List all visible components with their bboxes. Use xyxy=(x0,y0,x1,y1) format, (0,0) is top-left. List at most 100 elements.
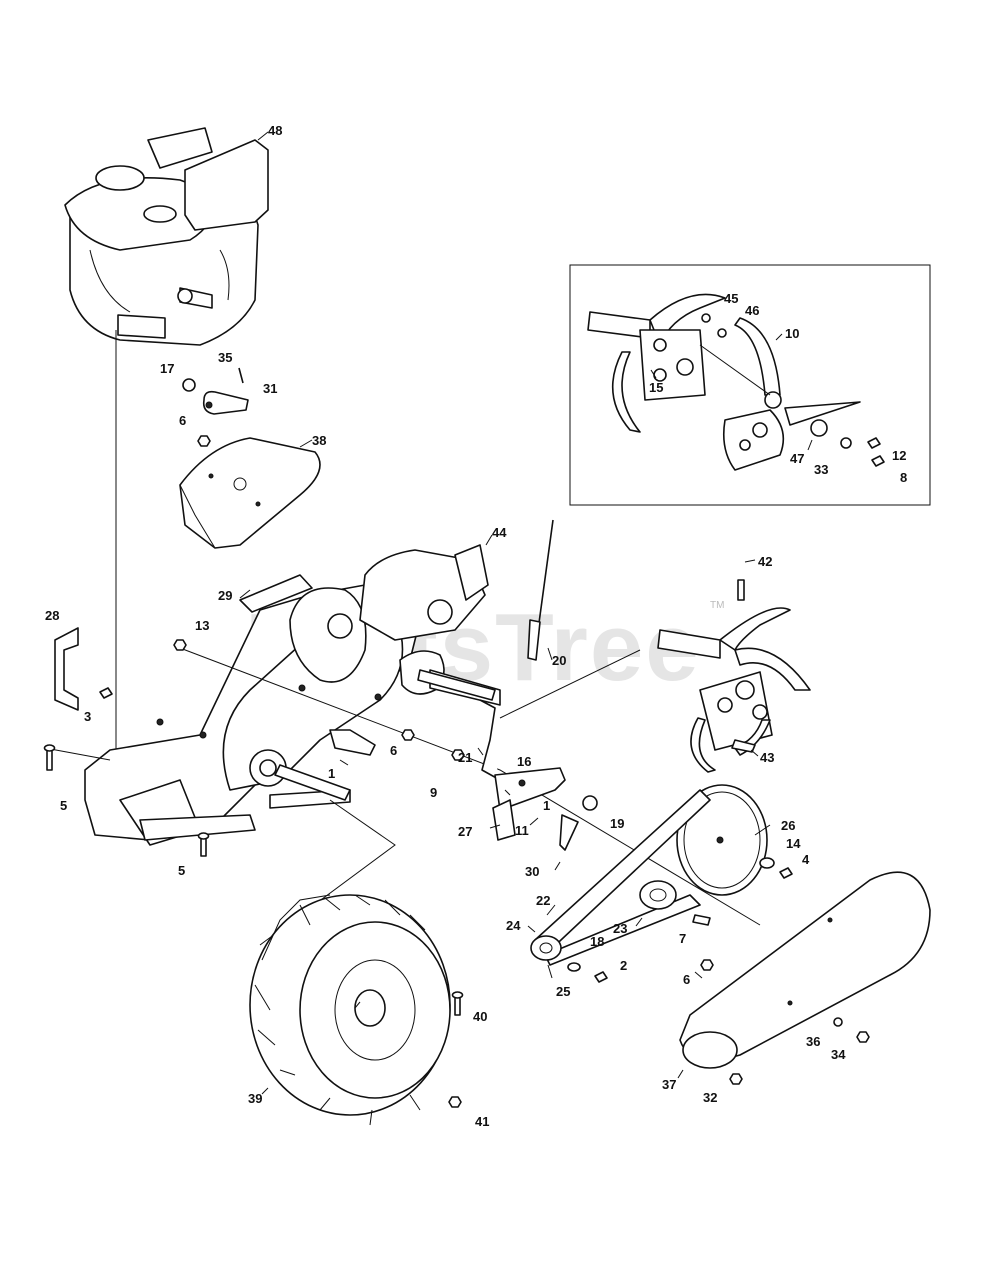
callout-37[interactable]: 37 xyxy=(662,1077,676,1092)
callout-11[interactable]: 11 xyxy=(515,823,529,838)
callout-22[interactable]: 22 xyxy=(536,893,550,908)
nut-34[interactable] xyxy=(856,1031,870,1043)
callout-20[interactable]: 20 xyxy=(552,653,566,668)
rod-pin[interactable] xyxy=(238,367,244,384)
callout-1-right[interactable]: 1 xyxy=(543,798,550,813)
callout-46[interactable]: 46 xyxy=(745,303,759,318)
callout-45[interactable]: 45 xyxy=(724,291,738,306)
callout-48[interactable]: 48 xyxy=(268,123,282,138)
bolt-7[interactable] xyxy=(692,914,711,926)
belt-guard[interactable] xyxy=(679,871,931,1069)
plate-27[interactable] xyxy=(492,799,516,841)
engine[interactable] xyxy=(64,127,269,346)
idler-arm[interactable] xyxy=(494,767,566,811)
callout-28[interactable]: 28 xyxy=(45,608,59,623)
callout-8[interactable]: 8 xyxy=(900,470,907,485)
callout-9[interactable]: 9 xyxy=(430,785,437,800)
nut-41[interactable] xyxy=(448,1096,462,1108)
shoulder-spacer[interactable] xyxy=(182,378,196,392)
bolt-40[interactable] xyxy=(451,991,464,1016)
callout-16[interactable]: 16 xyxy=(517,754,531,769)
callout-7[interactable]: 7 xyxy=(679,931,686,946)
screw-left[interactable] xyxy=(99,687,113,699)
spacer-19[interactable] xyxy=(582,795,598,811)
callout-13[interactable]: 13 xyxy=(195,618,209,633)
callout-35[interactable]: 35 xyxy=(218,350,232,365)
spring-30[interactable] xyxy=(559,814,579,851)
callout-12[interactable]: 12 xyxy=(892,448,906,463)
hex-nut-13[interactable] xyxy=(173,639,187,651)
callout-5-bottom[interactable]: 5 xyxy=(178,863,185,878)
bolt-left-b[interactable] xyxy=(197,832,210,857)
callout-25[interactable]: 25 xyxy=(556,984,570,999)
guide-line-2 xyxy=(499,649,641,719)
hex-nut-guard[interactable] xyxy=(700,959,714,971)
tine-assembly[interactable] xyxy=(657,579,811,773)
callout-34[interactable]: 34 xyxy=(831,1047,846,1062)
axle-shaft[interactable] xyxy=(274,669,496,801)
hex-nut-6[interactable] xyxy=(401,729,415,741)
callout-47[interactable]: 47 xyxy=(790,451,804,466)
drive-belt[interactable] xyxy=(534,789,711,966)
callout-6-top[interactable]: 6 xyxy=(179,413,186,428)
callout-labels: 48 35 17 31 6 38 44 29 28 13 20 3 6 1 21… xyxy=(45,123,907,1129)
washer-18[interactable] xyxy=(567,962,581,972)
callout-40[interactable]: 40 xyxy=(473,1009,487,1024)
callout-21[interactable]: 21 xyxy=(458,750,472,765)
guide-line-4 xyxy=(44,747,111,761)
washer-36[interactable] xyxy=(833,1017,843,1027)
dipstick[interactable] xyxy=(527,519,554,661)
callout-6-bottom[interactable]: 6 xyxy=(683,972,690,987)
callout-27[interactable]: 27 xyxy=(458,824,472,839)
callout-32[interactable]: 32 xyxy=(703,1090,717,1105)
watermark-trademark: TM xyxy=(710,600,724,611)
callout-42[interactable]: 42 xyxy=(758,554,772,569)
callout-43[interactable]: 43 xyxy=(760,750,774,765)
callout-26[interactable]: 26 xyxy=(781,818,795,833)
callout-36[interactable]: 36 xyxy=(806,1034,820,1049)
control-bracket[interactable] xyxy=(202,390,249,415)
left-bracket[interactable] xyxy=(54,627,79,711)
callout-38[interactable]: 38 xyxy=(312,433,326,448)
bolt-2[interactable] xyxy=(594,971,608,983)
callout-2[interactable]: 2 xyxy=(620,958,627,973)
wheel-tire[interactable] xyxy=(249,894,451,1126)
transmission-frame[interactable] xyxy=(84,544,501,846)
guide-line-1 xyxy=(179,647,761,926)
callout-33[interactable]: 33 xyxy=(814,462,828,477)
callout-10[interactable]: 10 xyxy=(785,326,799,341)
engine-pulley[interactable] xyxy=(530,935,562,961)
belt-shield[interactable] xyxy=(179,437,321,549)
callout-18[interactable]: 18 xyxy=(590,934,604,949)
hex-nut-top[interactable] xyxy=(197,435,211,447)
leader-lines xyxy=(239,131,813,1095)
tine-assembly-detail[interactable] xyxy=(587,293,885,471)
callout-4[interactable]: 4 xyxy=(802,852,810,867)
callout-23[interactable]: 23 xyxy=(613,921,627,936)
idler-pulley[interactable] xyxy=(639,880,677,910)
hex-nut-9[interactable] xyxy=(451,749,465,761)
washer-14[interactable] xyxy=(759,857,775,869)
callout-44[interactable]: 44 xyxy=(492,525,507,540)
callout-41[interactable]: 41 xyxy=(475,1114,489,1129)
bolt-4[interactable] xyxy=(779,867,793,879)
callout-14[interactable]: 14 xyxy=(786,836,801,851)
callout-3[interactable]: 3 xyxy=(84,709,91,724)
callout-24[interactable]: 24 xyxy=(506,918,521,933)
callout-15[interactable]: 15 xyxy=(649,380,663,395)
control-rod[interactable] xyxy=(479,699,501,781)
callout-6-mid[interactable]: 6 xyxy=(390,743,397,758)
callout-29[interactable]: 29 xyxy=(218,588,232,603)
bolt-left-a[interactable] xyxy=(43,744,56,771)
callout-39[interactable]: 39 xyxy=(248,1091,262,1106)
callout-31[interactable]: 31 xyxy=(263,381,277,396)
callout-19[interactable]: 19 xyxy=(610,816,624,831)
callout-1-left[interactable]: 1 xyxy=(328,766,335,781)
callout-30[interactable]: 30 xyxy=(525,864,539,879)
nut-32[interactable] xyxy=(729,1073,743,1085)
main-pulley[interactable] xyxy=(676,784,768,896)
callout-17[interactable]: 17 xyxy=(160,361,174,376)
tine-detail-box xyxy=(569,264,931,506)
callout-5-left[interactable]: 5 xyxy=(60,798,67,813)
